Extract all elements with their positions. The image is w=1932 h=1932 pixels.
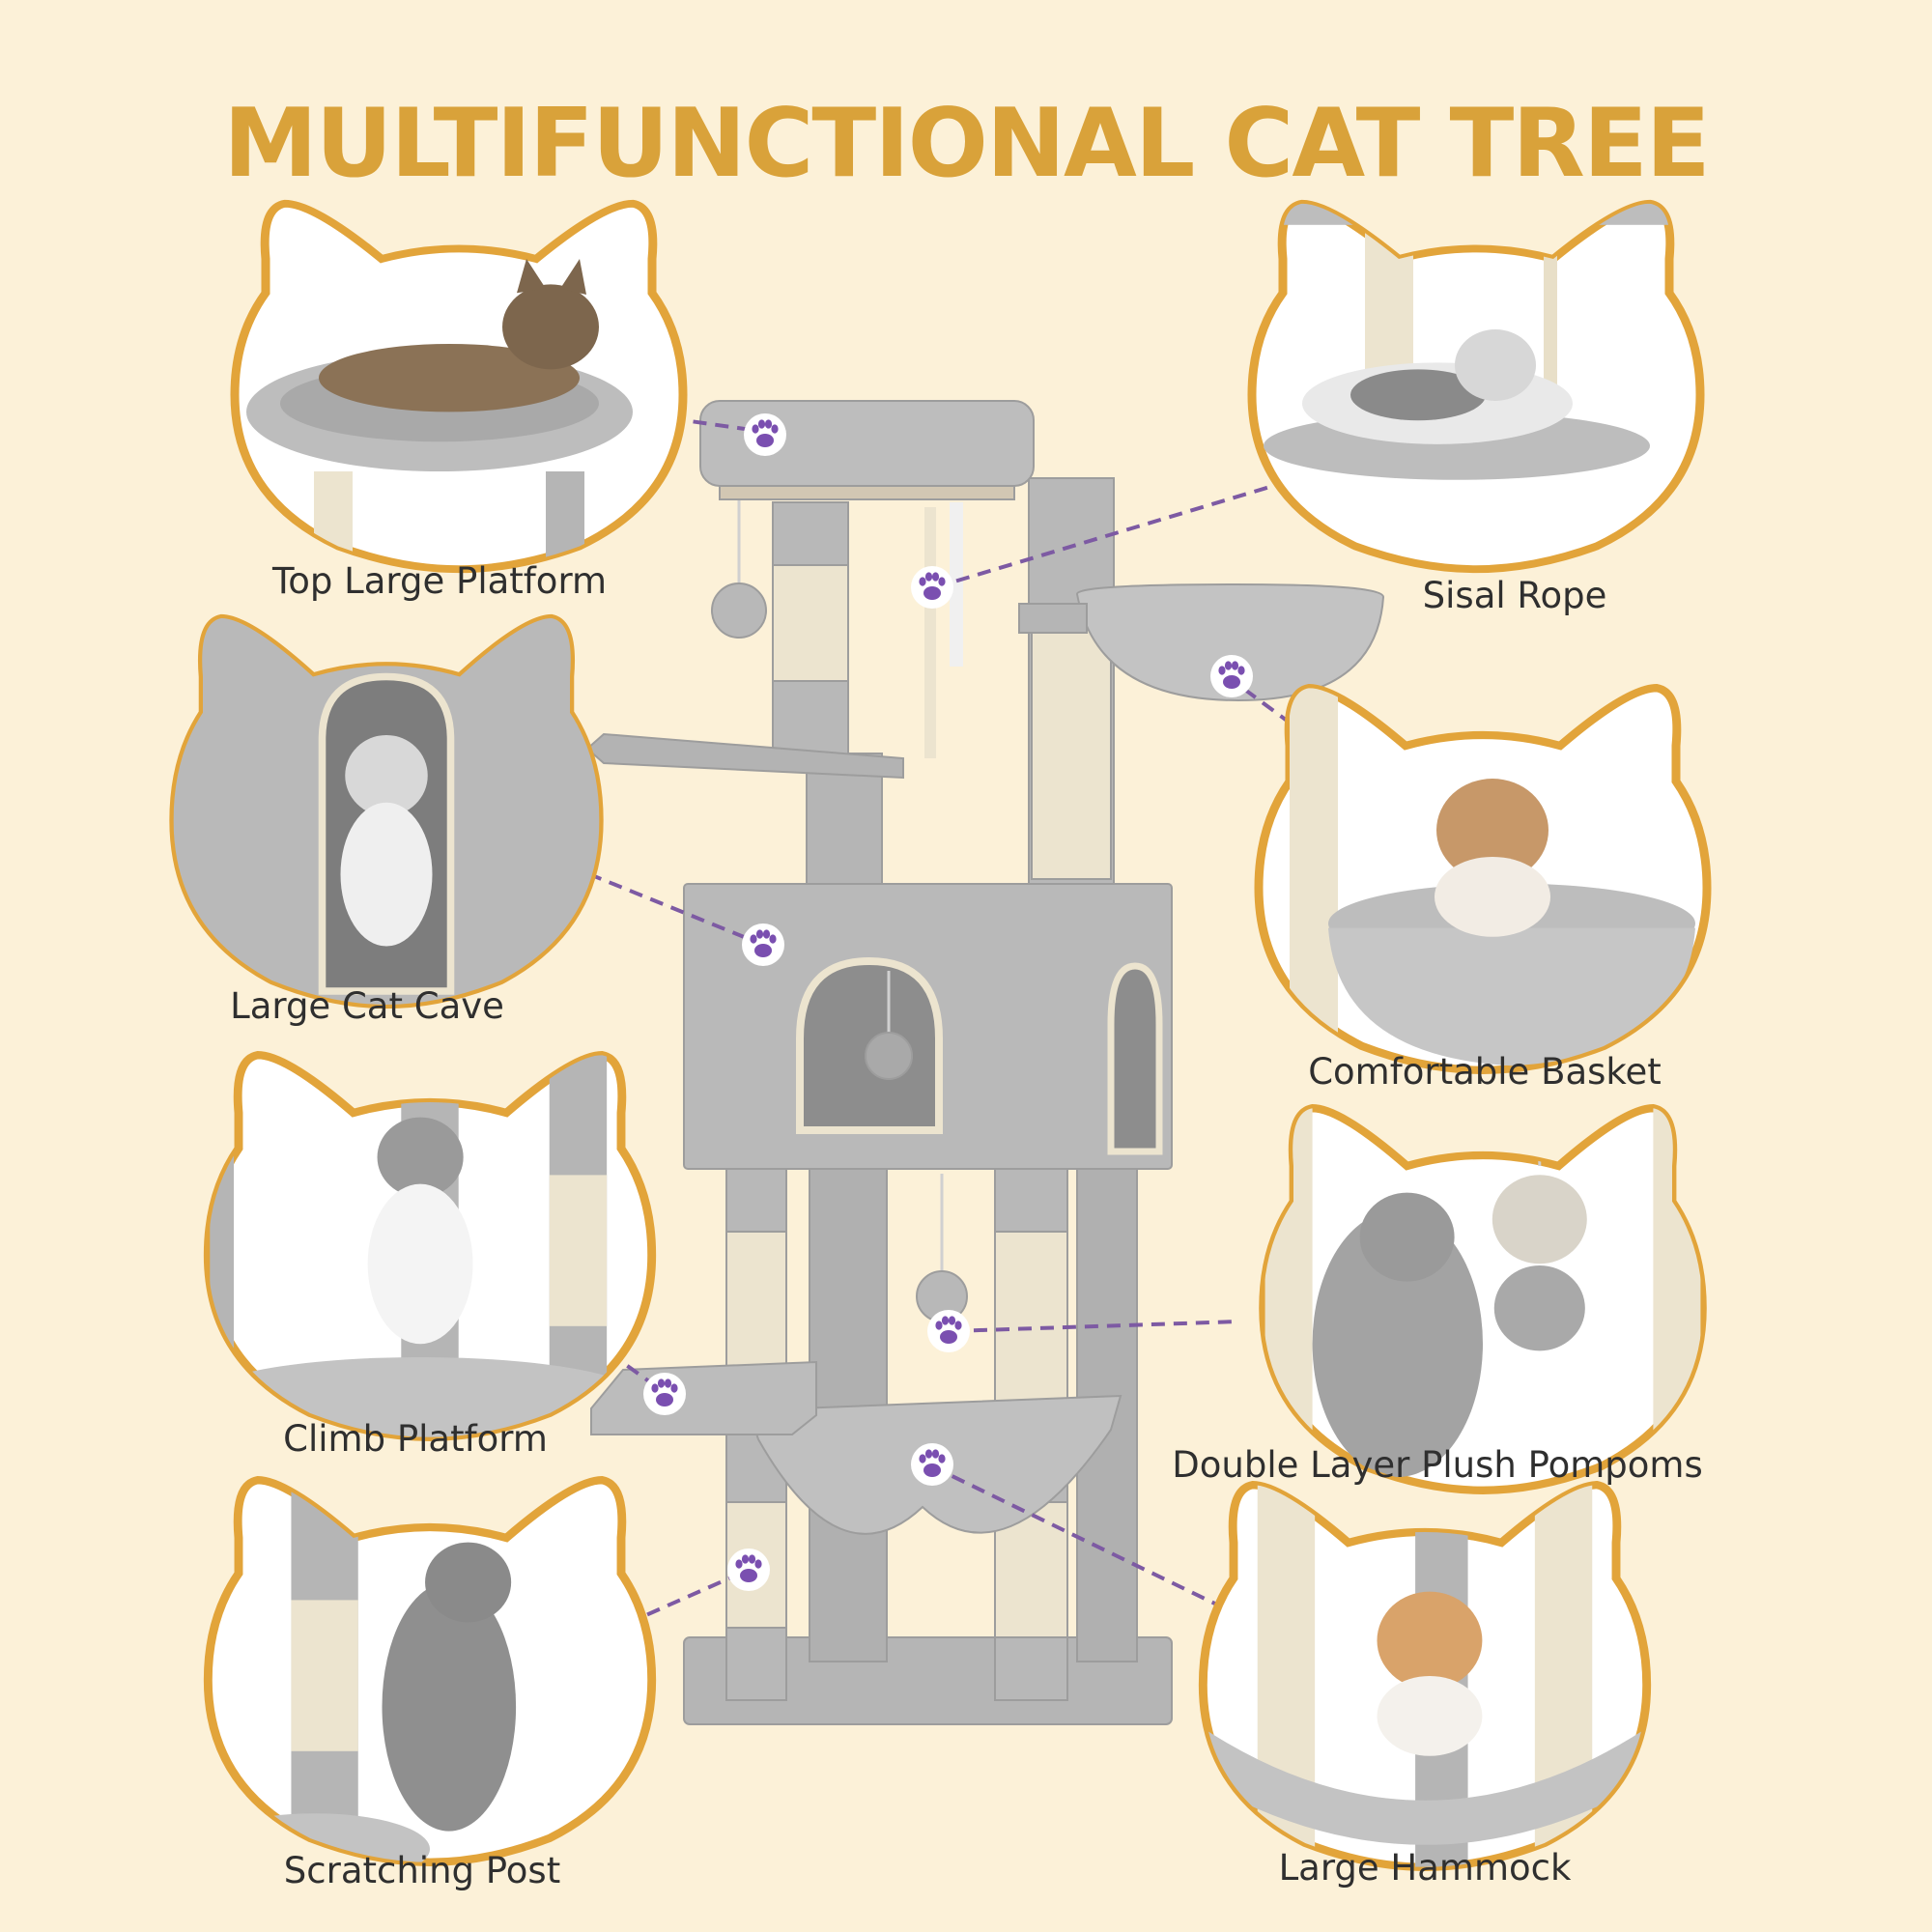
connector-sisal-rope <box>934 484 1274 589</box>
photo-pompoms <box>1264 1094 1703 1503</box>
tree-small-platform <box>585 732 904 780</box>
photo-sisal-rope <box>1252 191 1718 570</box>
label-large-hammock: Large Hammock <box>1278 1847 1572 1889</box>
photo-hammock <box>1203 1471 1646 1880</box>
tree-top-platform <box>699 400 1035 487</box>
page-title: MULTIFUNCTIONAL CAT TREE <box>223 89 1710 199</box>
sisal-wrap <box>772 564 849 682</box>
connector-cave <box>567 864 764 947</box>
label-top-large-platform: Top Large Platform <box>271 560 608 602</box>
photo-cat-cave <box>166 605 607 1018</box>
connector-hammock <box>931 1464 1262 1628</box>
label-large-cat-cave: Large Cat Cave <box>230 985 504 1027</box>
paw-print-icon <box>727 1548 770 1591</box>
sisal-wrap <box>1031 617 1112 880</box>
paw-print-icon <box>742 923 784 966</box>
paw-print-icon <box>1210 655 1253 697</box>
paw-print-icon <box>744 413 786 456</box>
label-double-layer-plush-pompoms: Double Layer Plush Pompoms <box>1172 1444 1703 1486</box>
photo-basket <box>1259 674 1707 1083</box>
photo-scratching-post <box>200 1466 651 1884</box>
tree-climb-platform <box>590 1360 817 1435</box>
connector-pompoms <box>951 1320 1240 1333</box>
tree-basket <box>1075 582 1385 702</box>
paw-print-icon <box>643 1373 686 1415</box>
sisal-wrap <box>994 1231 1068 1411</box>
label-climb-platform: Climb Platform <box>283 1418 548 1460</box>
cave-side-window <box>1107 962 1163 1155</box>
pompom <box>865 1032 913 1080</box>
label-comfortable-basket: Comfortable Basket <box>1308 1051 1662 1093</box>
photo-top-platform <box>235 204 683 574</box>
pompom <box>711 582 767 639</box>
paw-print-icon <box>911 1443 953 1486</box>
label-sisal-rope: Sisal Rope <box>1422 575 1607 616</box>
photo-climb-platform <box>200 1041 651 1450</box>
label-scratching-post: Scratching Post <box>283 1850 561 1891</box>
paw-print-icon <box>911 566 953 609</box>
paw-print-icon <box>927 1310 970 1352</box>
